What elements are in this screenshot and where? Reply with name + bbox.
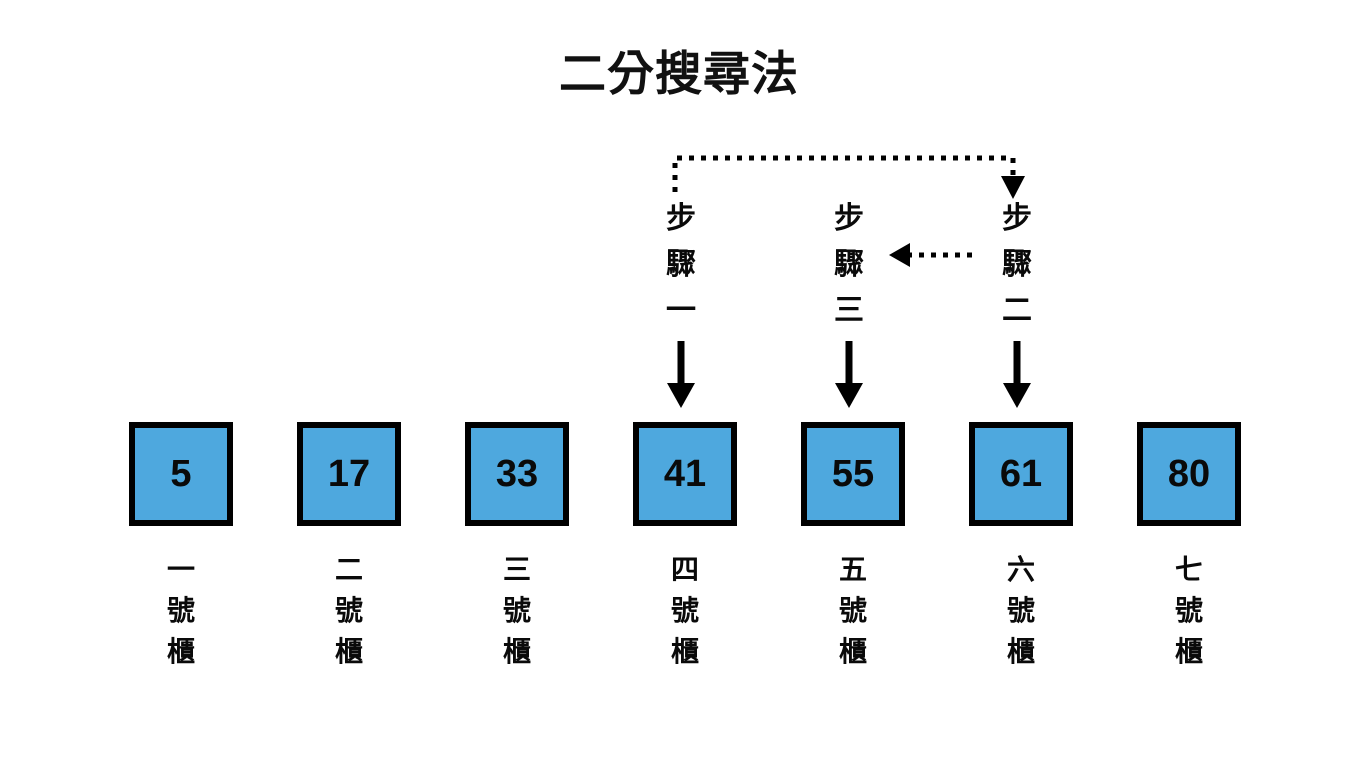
- cell-value-5: 55: [831, 453, 875, 495]
- cabinet-1-char-0: 一: [166, 554, 195, 585]
- cabinet-7-char-1: 號: [1174, 595, 1203, 626]
- step-label-3: 步 驟 三: [822, 196, 876, 334]
- step-2-char-1: 驟: [1002, 248, 1032, 281]
- cabinet-5-char-1: 號: [838, 595, 867, 626]
- cabinet-7-char-2: 櫃: [1174, 636, 1203, 667]
- array-cell-1[interactable]: 5: [129, 422, 233, 526]
- step-2-char-2: 二: [1002, 294, 1032, 327]
- cabinet-2-char-1: 號: [334, 595, 363, 626]
- step-2-char-0: 步: [1002, 202, 1032, 235]
- cell-value-1: 5: [170, 453, 192, 495]
- cabinet-7-char-0: 七: [1174, 554, 1203, 585]
- cabinet-label-4: 四 號 櫃: [633, 549, 737, 672]
- cabinet-1-char-1: 號: [166, 595, 195, 626]
- cell-value-4: 41: [663, 453, 707, 495]
- array-cell-6[interactable]: 61: [969, 422, 1073, 526]
- solid-arrow-step3-down: [835, 341, 863, 408]
- cabinet-6-char-0: 六: [1006, 554, 1035, 585]
- cabinet-5-char-2: 櫃: [838, 636, 867, 667]
- cabinet-3-char-2: 櫃: [502, 636, 531, 667]
- cabinet-label-2: 二 號 櫃: [297, 549, 401, 672]
- cabinet-3-char-0: 三: [502, 554, 531, 585]
- array-cell-4[interactable]: 41: [633, 422, 737, 526]
- arrowhead-down-cell-55: [835, 383, 863, 408]
- cabinet-6-char-2: 櫃: [1006, 636, 1035, 667]
- step-1-char-2: 一: [666, 294, 696, 327]
- step-3-char-0: 步: [834, 202, 864, 235]
- array-cell-2[interactable]: 17: [297, 422, 401, 526]
- dotted-arrow-step2-to-step3: [889, 243, 972, 267]
- step-label-1: 步 驟 一: [654, 196, 708, 334]
- cell-value-6: 61: [999, 453, 1043, 495]
- step-label-2: 步 驟 二: [990, 196, 1044, 334]
- array-cell-3[interactable]: 33: [465, 422, 569, 526]
- arrowhead-left-step3: [889, 243, 910, 267]
- page-title: 二分搜尋法: [559, 47, 799, 100]
- cabinet-label-1: 一 號 櫃: [129, 549, 233, 672]
- dotted-arrow-step1-to-step2: [672, 155, 1025, 199]
- solid-arrow-step2-down: [1003, 341, 1031, 408]
- step-1-char-1: 驟: [666, 248, 696, 281]
- cabinet-label-7: 七 號 櫃: [1137, 549, 1241, 672]
- cabinet-4-char-1: 號: [670, 595, 699, 626]
- arrowhead-down-cell-61: [1003, 383, 1031, 408]
- step-1-char-0: 步: [666, 202, 696, 235]
- cabinet-label-6: 六 號 櫃: [969, 549, 1073, 672]
- cabinet-label-3: 三 號 櫃: [465, 549, 569, 672]
- cabinet-3-char-1: 號: [502, 595, 531, 626]
- arrowhead-down-cell-41: [667, 383, 695, 408]
- solid-arrow-step1-down: [667, 341, 695, 408]
- cabinet-6-char-1: 號: [1006, 595, 1035, 626]
- cabinet-label-5: 五 號 櫃: [801, 549, 905, 672]
- cabinet-4-char-0: 四: [670, 554, 699, 585]
- cell-value-7: 80: [1167, 453, 1211, 495]
- cabinet-2-char-2: 櫃: [334, 636, 363, 667]
- array-cell-7[interactable]: 80: [1137, 422, 1241, 526]
- array-cell-5[interactable]: 55: [801, 422, 905, 526]
- step-3-char-1: 驟: [834, 248, 864, 281]
- cabinet-5-char-0: 五: [838, 554, 867, 585]
- cabinet-2-char-0: 二: [334, 554, 363, 585]
- cell-value-2: 17: [327, 453, 371, 495]
- cell-value-3: 33: [495, 453, 539, 495]
- cabinet-1-char-2: 櫃: [166, 636, 195, 667]
- cabinet-4-char-2: 櫃: [670, 636, 699, 667]
- step-3-char-2: 三: [834, 294, 864, 327]
